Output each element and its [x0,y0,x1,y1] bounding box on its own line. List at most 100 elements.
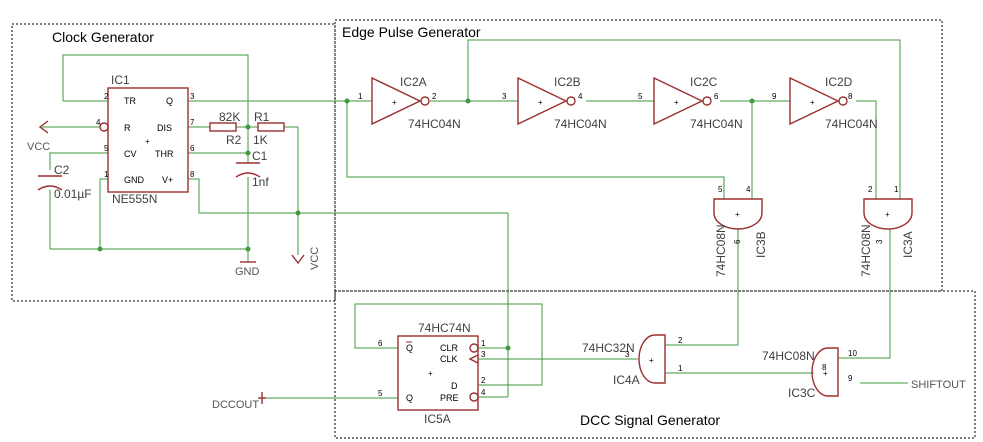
resistor-r1: R1 1K [253,110,285,147]
svg-text:+: + [538,98,543,107]
and-gate-ic3b: + 5 4 6 74HC08N IC3B [713,185,768,277]
and-gate-ic3c: + 74HC08N IC3C 10 8 9 [762,347,857,400]
ic1-num-thr: 6 [190,144,195,153]
ic5a-pin-clr: CLR [440,343,459,353]
ic5a-num-q: 5 [378,389,383,398]
ic2a-out-pin: 2 [432,92,437,101]
ic2a-in-pin: 1 [358,92,363,101]
ic3b-ref: IC3B [754,231,768,258]
ic1-pin-thr: THR [155,149,174,159]
ic2d-part: 74HC04N [825,117,878,131]
svg-text:+: + [735,210,740,219]
ic4a-part: 74HC32N [582,341,635,355]
inverter-ic2b: + IC2B 74HC04N 3 4 [502,75,607,131]
svg-text:+: + [810,98,815,107]
ic5a-num-qbar: 6 [378,339,383,348]
flipflop-ic5a: 74HC74N IC5A Q Q CLR CLK D PRE + 6 5 1 3… [378,321,486,426]
shiftout-label: SHIFTOUT [911,379,966,391]
ic3c-part: 74HC08N [762,349,815,363]
dccout-port: DCCOUT [212,392,266,411]
ic2d-in-pin: 9 [772,92,777,101]
ic3c-in-a: 10 [848,349,857,358]
ic1-num-gnd: 1 [104,170,109,179]
c2-value: 0.01µF [54,187,92,201]
vcc-right-symbol: VCC [291,247,321,270]
ic1-pin-vplus: V+ [162,175,173,185]
wires [42,39,908,399]
ic5a-pin-d: D [451,381,458,391]
ic1-num-tr: 2 [104,92,109,101]
ic1-pin-q: Q [166,96,173,106]
ic4a-out: 3 [625,350,630,359]
vcc-right-label: VCC [309,247,321,270]
ic3a-in-b: 1 [894,185,899,194]
ic3c-ref: IC3C [788,386,816,400]
dcc-signal-generator-box [334,290,976,439]
and-gate-ic3a: + 2 1 3 74HC08N IC3A [859,185,915,277]
ic3b-part: 74HC08N [714,224,728,277]
svg-text:+: + [428,369,433,378]
ic3b-in-b: 4 [746,185,751,194]
ic1-part: NE555N [112,192,157,206]
ic5a-num-clr: 1 [481,339,486,348]
gnd-label: GND [235,266,260,278]
ic2b-part: 74HC04N [554,117,607,131]
gnd-symbol: GND [235,261,260,278]
ic3c-out: 9 [848,374,853,383]
inverter-ic2d: + IC2D 74HC04N 9 8 [772,75,878,131]
ic2c-in-pin: 5 [638,92,643,101]
ic1-num-cv: 5 [104,144,109,153]
c2-ref: C2 [54,163,70,177]
ic1-pin-gnd: GND [124,175,145,185]
dccout-label: DCCOUT [212,399,259,411]
ic2a-part: 74HC04N [408,117,461,131]
svg-text:+: + [392,98,397,107]
ic1-pin-dis: DIS [157,123,172,133]
dcc-signal-generator-title: DCC Signal Generator [580,412,720,428]
ic5a-num-d: 2 [481,376,486,385]
ic2a-ref: IC2A [400,75,427,89]
inverter-ic2a: + IC2A 74HC04N 1 2 [358,75,461,131]
ic1-num-q: 3 [190,92,195,101]
ic5a-pin-qbar: Q [406,343,413,353]
or-gate-ic4a: + 74HC32N IC4A 2 1 3 [582,334,683,387]
ic2b-in-pin: 3 [502,92,507,101]
ic1-pin-r: R [124,123,131,133]
svg-text:+: + [823,369,828,378]
ic1-ne555: IC1 NE555N TR R CV GND Q DIS THR V+ 2 4 … [96,73,195,206]
ic2b-out-pin: 4 [578,92,583,101]
ic2c-out-pin: 6 [714,92,719,101]
inverter-ic2c: + IC2C 74HC04N 5 6 [638,75,743,131]
svg-text:+: + [649,356,654,365]
ic1-num-dis: 7 [190,118,195,127]
ic5a-pin-q: Q [406,393,413,403]
r2-value: 82K [219,110,240,124]
ic1-num-r: 4 [96,118,101,127]
ic2b-ref: IC2B [554,75,581,89]
ic2d-out-pin: 8 [848,92,853,101]
c1-value: 1nf [252,175,269,189]
capacitor-c2: C2 0.01µF [37,163,92,201]
junctions [97,98,755,351]
ic5a-pin-clk: CLK [440,354,458,364]
ic1-pin-cv: CV [124,149,137,159]
ic3a-part: 74HC08N [859,224,873,277]
svg-text:+: + [885,210,890,219]
ic5a-pin-pre: PRE [440,393,459,403]
r1-ref: R1 [254,110,270,124]
clock-generator-title: Clock Generator [52,29,154,45]
vcc-left-symbol: VCC [27,120,50,153]
edge-pulse-generator-box [334,19,943,292]
ic2d-ref: IC2D [825,75,853,89]
ic3a-ref: IC3A [901,231,915,258]
ic3a-out: 3 [875,239,884,244]
svg-text:+: + [674,98,679,107]
shiftout-port: SHIFTOUT [911,379,966,391]
ic4a-in-a: 2 [678,336,683,345]
ic1-pin-tr: TR [124,96,136,106]
r1-value: 1K [253,133,268,147]
r2-ref: R2 [226,133,242,147]
ic4a-in-b: 1 [678,364,683,373]
ic3a-in-a: 2 [868,185,873,194]
